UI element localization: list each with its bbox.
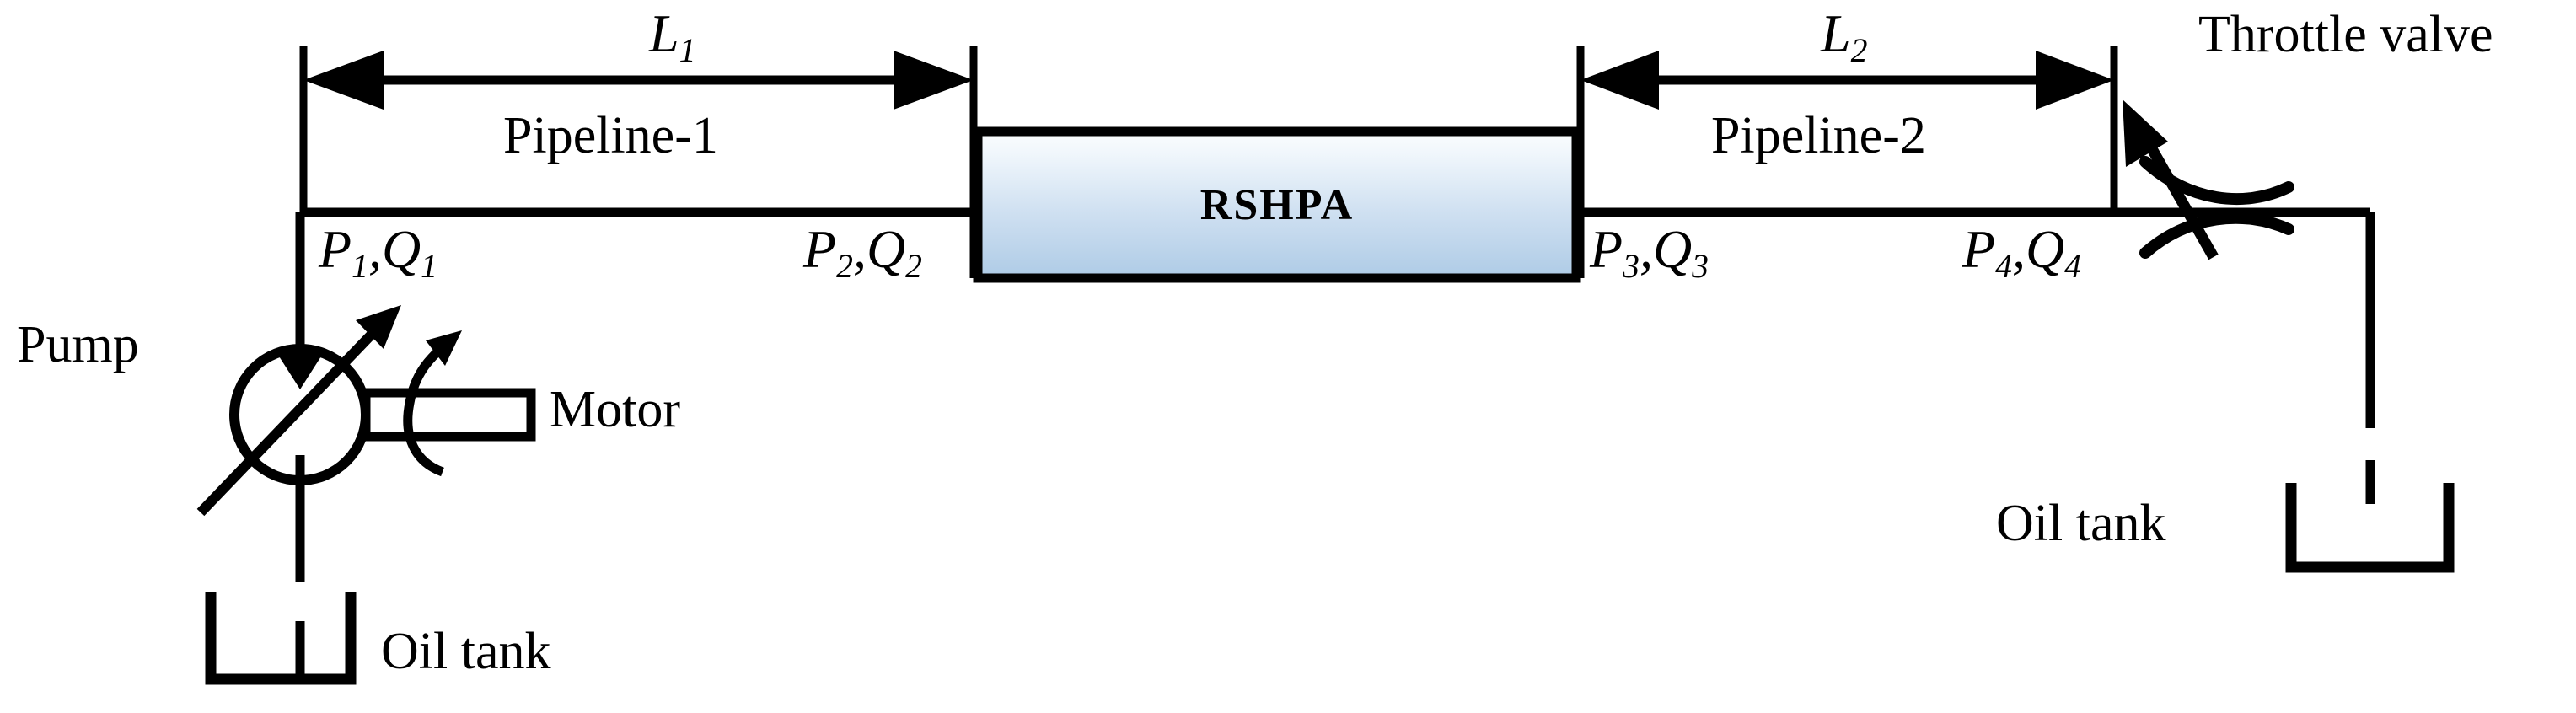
l2-subscript: 2 (1850, 31, 1868, 69)
l1-arrowhead-left (303, 51, 384, 110)
oil-tank-left-label: Oil tank (381, 623, 551, 680)
motor-label: Motor (550, 381, 680, 438)
oil-tank-left-vessel (205, 592, 357, 685)
pump-label: Pump (17, 316, 139, 373)
node-1-p-subscript: 1 (352, 247, 368, 285)
l1-arrowhead-right (894, 51, 974, 110)
node-1-q: Q (381, 219, 421, 279)
pipeline-1-label: Pipeline-1 (503, 107, 718, 164)
node-3-p-subscript: 3 (1623, 247, 1640, 285)
pump-variable-arrow-shaft (196, 318, 388, 517)
node-2-separator: , (852, 219, 867, 279)
node-4-q: Q (2025, 219, 2065, 279)
node-4-p-subscript: 4 (1995, 247, 2012, 285)
rshpa-label: RSHPA (1199, 181, 1355, 229)
node-2-q: Q (866, 219, 906, 279)
motor-shaft (361, 388, 536, 442)
node-3-p: P (1590, 219, 1623, 279)
throttle-valve-symbol[interactable] (2123, 99, 2294, 260)
node-1-pq-label: P1,Q1 (319, 222, 437, 284)
dimension-l1 (299, 46, 978, 278)
node-1-separator: , (368, 219, 382, 279)
shaft-rotation-arc-icon (403, 341, 448, 477)
node-3-pq-label: P3,Q3 (1590, 222, 1709, 284)
node-3-q: Q (1652, 219, 1693, 279)
shaft-rotation-arrowhead-icon (426, 330, 462, 366)
node-4-q-subscript: 4 (2064, 247, 2081, 285)
rshpa-block[interactable] (973, 126, 1581, 283)
throttle-valve-label: Throttle valve (2198, 6, 2493, 63)
oil-tank-right-vessel (2285, 483, 2455, 573)
throttle-adjust-arrowhead-icon (2123, 99, 2168, 167)
node-1-q-subscript: 1 (421, 247, 437, 285)
oil-tank-left-symbol (205, 592, 357, 685)
dimension-label-l1: L1 (649, 7, 695, 68)
pump-symbol[interactable] (196, 305, 536, 517)
oil-tank-right-label: Oil tank (1996, 495, 2166, 552)
throttle-lower-arc-icon (2139, 212, 2294, 259)
oil-tank-right-symbol (2285, 483, 2455, 573)
l2-base: L (1821, 3, 1851, 63)
l1-subscript: 1 (679, 31, 696, 69)
pump-variable-arrowhead-icon (356, 305, 401, 349)
l2-arrowhead-left (1580, 51, 1659, 110)
pipeline-2-label: Pipeline-2 (1711, 107, 1926, 164)
node-2-q-subscript: 2 (905, 247, 922, 285)
pump-flow-triangle-icon (275, 350, 325, 389)
node-3-separator: , (1639, 219, 1653, 279)
rshpa-body[interactable] (973, 126, 1581, 283)
l1-base: L (649, 3, 679, 63)
node-4-p: P (1962, 219, 1996, 279)
node-2-pq-label: P2,Q2 (803, 222, 922, 284)
dimension-label-l2: L2 (1821, 7, 1867, 68)
node-4-pq-label: P4,Q4 (1962, 222, 2081, 284)
node-2-p: P (803, 219, 837, 279)
node-3-q-subscript: 3 (1692, 247, 1709, 285)
node-2-p-subscript: 2 (836, 247, 853, 285)
node-1-p: P (319, 219, 352, 279)
node-4-separator: , (2011, 219, 2026, 279)
l2-arrowhead-right (2036, 51, 2114, 110)
